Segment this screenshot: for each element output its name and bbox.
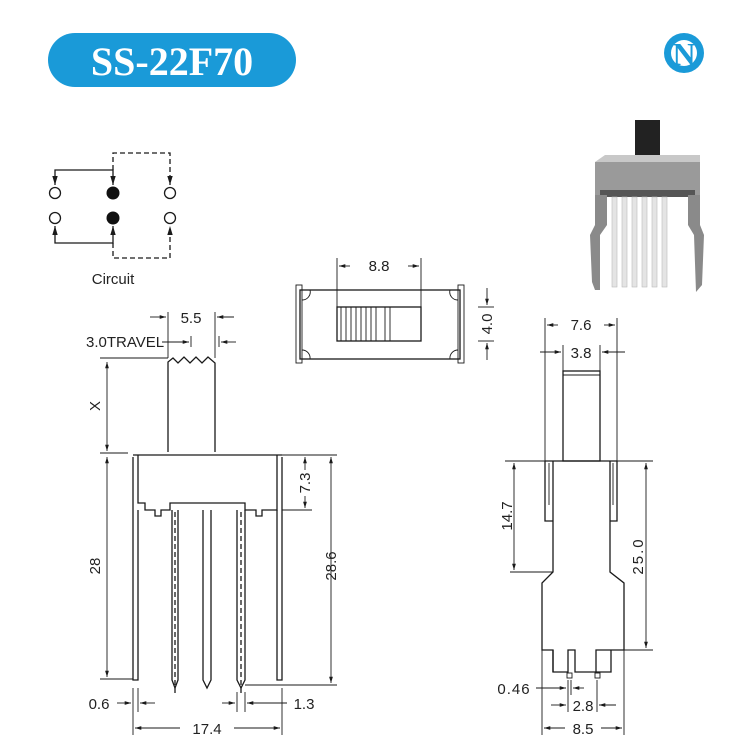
- dim-pin-width: 0.46: [497, 681, 530, 698]
- model-title: SS-22F70: [91, 39, 253, 84]
- title-pill: [48, 33, 296, 87]
- model-title-badge: SS-22F70: [48, 33, 296, 87]
- dim-pin-pitch: 2.8: [573, 698, 594, 715]
- dim-pin-thickness: 0.6: [89, 696, 110, 713]
- dim-bracket-height: 14.7: [499, 501, 516, 530]
- top-view: 8.8 4.0: [295, 258, 496, 364]
- dim-pin-length: 28: [87, 558, 104, 575]
- brand-logo: N: [664, 33, 704, 73]
- travel-label: 3.0TRAVEL: [86, 334, 164, 351]
- dim-actuator-height: X: [87, 401, 104, 411]
- circuit-diagram: Circuit: [48, 152, 177, 288]
- dim-bottom-width: 8.5: [573, 721, 594, 738]
- dim-pin-offset: 1.3: [294, 696, 315, 713]
- dim-slider-height: 4.0: [479, 314, 496, 335]
- dim-slider-width: 8.8: [369, 258, 390, 275]
- dim-actuator-width: 5.5: [181, 310, 202, 327]
- circuit-label: Circuit: [92, 271, 135, 288]
- brand-logo-letter: N: [672, 36, 695, 72]
- dim-total-height: 28.6: [323, 551, 340, 580]
- dim-body-height: 7.3: [297, 473, 314, 494]
- dim-total-width: 17.4: [192, 721, 221, 738]
- dim-actuator-width-side: 3.8: [571, 345, 592, 362]
- dim-body-width: 7.6: [571, 317, 592, 334]
- product-photo: [590, 120, 704, 292]
- side-view: 7.6 3.8 14.7 25.0 0.46 2.8 8.5: [497, 317, 653, 738]
- front-view: 5.5 3.0TRAVEL X 28 7.3 28.6 0.6: [86, 310, 340, 738]
- dim-body-total-height: 25.0: [630, 537, 647, 574]
